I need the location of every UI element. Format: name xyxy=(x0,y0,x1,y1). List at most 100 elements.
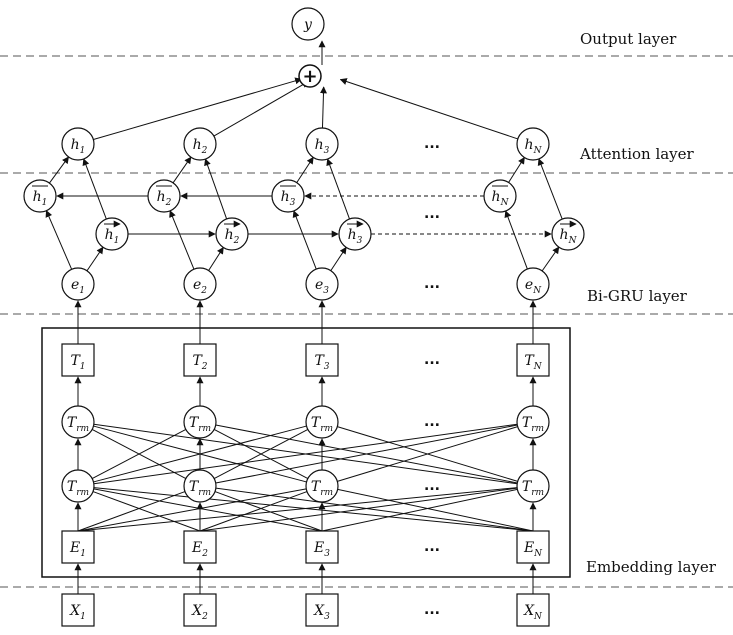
backward-gru-node-label: hN xyxy=(492,189,510,208)
output-node xyxy=(291,7,325,41)
encoding-node xyxy=(516,267,550,301)
encoding-node xyxy=(305,267,339,301)
output-node-label: y xyxy=(303,17,313,33)
ellipsis: ... xyxy=(424,352,440,368)
backward-gru-node xyxy=(483,179,517,213)
trm-to-trm-edge xyxy=(337,426,518,482)
transformer-node xyxy=(516,469,550,503)
e-to-backward-arrow xyxy=(504,210,528,270)
transformer-node xyxy=(61,469,95,503)
input-box xyxy=(305,593,339,627)
attention-node-label: h1 xyxy=(71,137,86,156)
backward-gru-node xyxy=(23,179,57,213)
embedding-to-trm-edge xyxy=(215,487,534,532)
e-to-forward-arrow xyxy=(541,246,560,272)
backward-gru-node-label: h2 xyxy=(157,189,172,208)
e-to-backward-arrow xyxy=(292,210,317,270)
embedding-to-trm-edge xyxy=(337,488,534,532)
attention-node-label: h3 xyxy=(315,137,330,156)
backward-to-attention-arrow xyxy=(508,156,525,183)
embedding-to-trm-edge xyxy=(214,491,323,532)
embedding-label: EN xyxy=(523,540,543,559)
encoding-node-label: e3 xyxy=(315,277,329,296)
backward-to-attention-arrow xyxy=(49,156,69,184)
bigru-layer-label: Bi-GRU layer xyxy=(587,287,688,305)
e-to-forward-arrow xyxy=(86,246,104,272)
embedding-to-trm-edge xyxy=(77,488,307,532)
encoding-node-label: eN xyxy=(525,277,542,296)
transformer-node xyxy=(305,469,339,503)
embedding-to-trm-edge xyxy=(199,487,518,532)
attention-node-label: h2 xyxy=(193,137,208,156)
attention-to-sum-arrow xyxy=(319,86,327,129)
encoding-node-label: e2 xyxy=(193,277,207,296)
transformer-output-box xyxy=(61,343,95,377)
transformer-node-label: Trm xyxy=(189,479,211,498)
attention-to-sum-arrow xyxy=(93,77,303,141)
encoding-node xyxy=(61,267,95,301)
forward-to-attention-arrow xyxy=(326,158,350,220)
trm-to-trm-edge xyxy=(93,423,518,485)
embedding-to-trm-edge xyxy=(93,487,534,532)
transformer-node-label: Trm xyxy=(67,479,89,498)
transformer-output-box xyxy=(516,343,550,377)
backward-gru-node-label: h3 xyxy=(281,189,296,208)
embedding-label: E2 xyxy=(191,540,208,559)
ellipsis: ... xyxy=(424,414,440,430)
transformer-node xyxy=(183,405,217,439)
transformer-block-frame xyxy=(41,327,571,578)
transformer-node xyxy=(61,405,95,439)
attention-layer-label: Attention layer xyxy=(579,145,695,163)
forward-to-attention-arrow xyxy=(537,158,563,220)
ellipsis: ... xyxy=(424,478,440,494)
embedding-box xyxy=(305,530,339,564)
transformer-node xyxy=(183,469,217,503)
transformer-output-label: TN xyxy=(524,353,542,372)
ellipsis: ... xyxy=(424,602,440,618)
forward-to-attention-arrow xyxy=(204,158,228,220)
attention-node xyxy=(305,127,339,161)
sum-node xyxy=(298,64,322,88)
ellipsis: ... xyxy=(424,276,440,292)
input-label: X3 xyxy=(313,603,330,622)
backward-gru-node xyxy=(147,179,181,213)
attention-node-label: hN xyxy=(525,137,543,156)
trm-to-trm-edge xyxy=(91,428,187,480)
attention-node xyxy=(183,127,217,161)
trm-to-trm-edge xyxy=(93,425,307,483)
encoding-node-label: e1 xyxy=(71,277,85,296)
transformer-node-label: Trm xyxy=(311,415,333,434)
backward-gru-node-label: h1 xyxy=(33,189,48,208)
transformer-output-label: T2 xyxy=(192,353,207,372)
embedding-to-trm-edge xyxy=(77,491,186,532)
transformer-output-label: T3 xyxy=(314,353,329,372)
forward-to-attention-arrow xyxy=(82,158,107,220)
input-label: X2 xyxy=(191,603,208,622)
transformer-node xyxy=(516,405,550,439)
ellipsis: ... xyxy=(424,539,440,555)
embedding-to-trm-edge xyxy=(92,491,201,532)
transformer-node-label: Trm xyxy=(189,415,211,434)
embedding-to-trm-edge xyxy=(321,488,518,532)
attention-to-sum-arrow xyxy=(213,81,310,137)
forward-gru-node-label: h2 xyxy=(225,227,240,246)
embedding-to-trm-edge xyxy=(93,488,323,532)
transformer-output-label: T1 xyxy=(70,353,85,372)
backward-gru-node xyxy=(271,179,305,213)
attention-node xyxy=(516,127,550,161)
forward-gru-node-label: hN xyxy=(560,227,578,246)
embedding-label: E3 xyxy=(313,540,330,559)
e-to-forward-arrow xyxy=(208,246,224,271)
input-label: X1 xyxy=(69,603,86,622)
trm-to-trm-edge xyxy=(215,424,518,484)
e-to-backward-arrow xyxy=(45,210,73,270)
input-box xyxy=(61,593,95,627)
e-to-backward-arrow xyxy=(169,210,195,270)
backward-to-attention-arrow xyxy=(296,156,314,183)
ellipsis: ... xyxy=(424,206,440,222)
embedding-box xyxy=(61,530,95,564)
transformer-node-label: Trm xyxy=(311,479,333,498)
sum-symbol: + xyxy=(302,66,317,87)
embedding-label: E1 xyxy=(69,540,86,559)
